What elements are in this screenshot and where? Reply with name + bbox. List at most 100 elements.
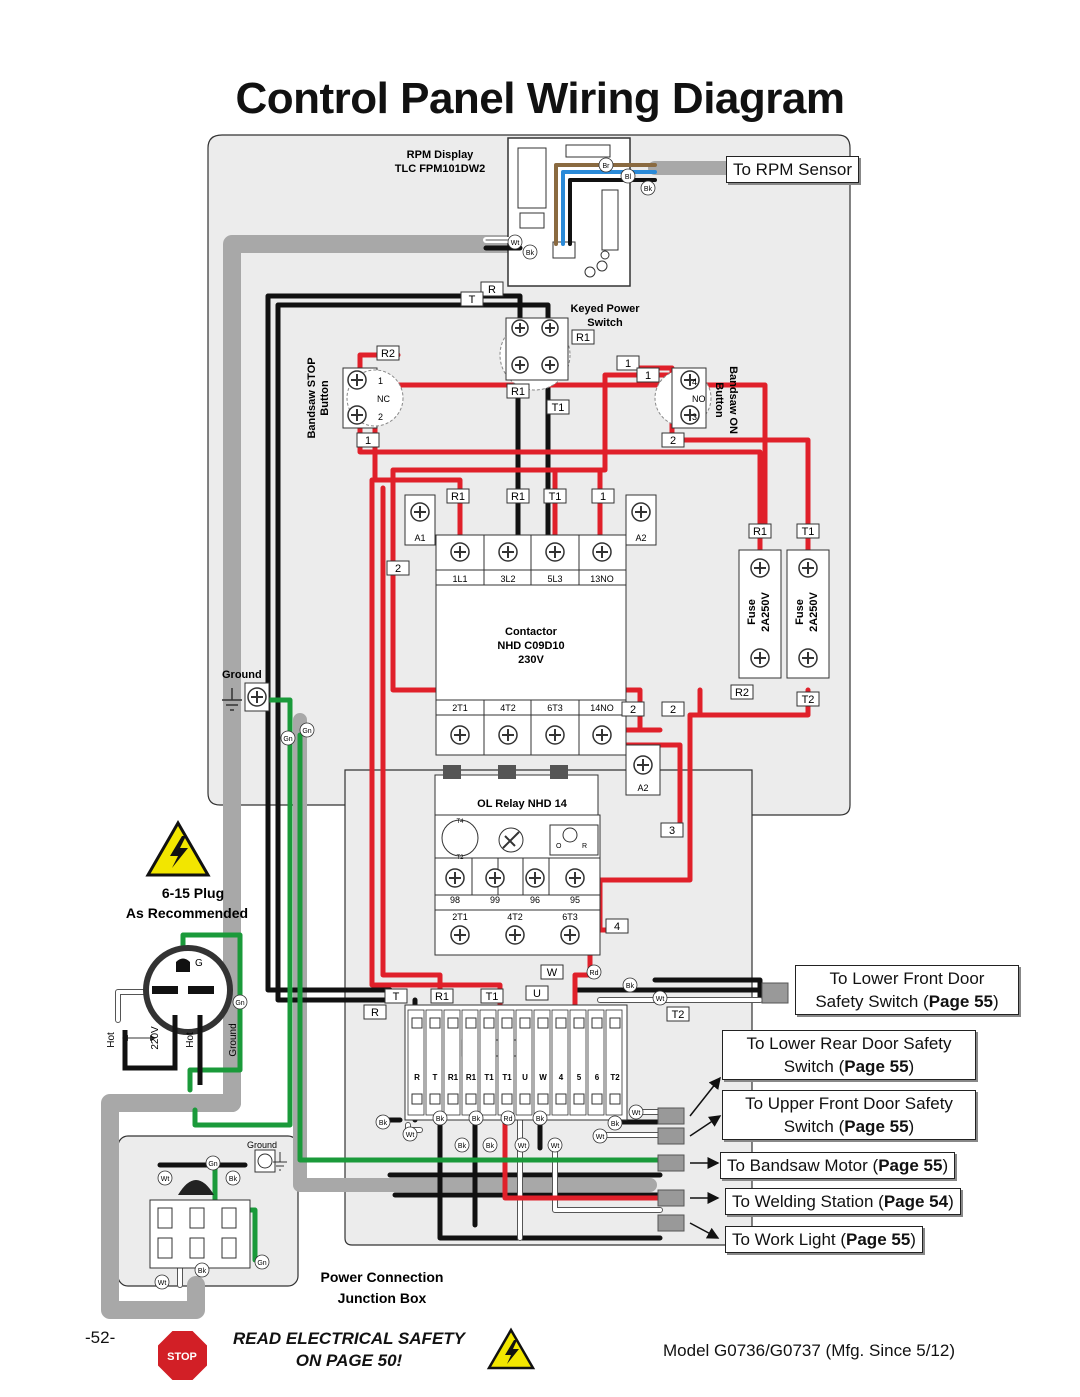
- terminal-screw: [501, 1017, 513, 1029]
- wire-tag-text: R: [371, 1007, 379, 1019]
- wire-color-code-text: Bl: [625, 174, 632, 181]
- keyed-switch-label-1: Keyed Power: [570, 303, 640, 315]
- wire-color-code: Wt: [547, 1137, 563, 1153]
- wire-color-code: Bk: [194, 1262, 210, 1278]
- wire-color-code-text: Wt: [511, 240, 520, 247]
- terminal-strip-label: 5: [577, 1073, 582, 1082]
- wire-tag-text: T: [393, 991, 400, 1003]
- wire-tag: R: [480, 281, 504, 297]
- plug-voltage: 220V: [150, 1026, 161, 1050]
- rpm-display-label-2: TLC FPM101DW2: [395, 163, 485, 175]
- connection-arrows: [689, 1076, 722, 1239]
- dial-r: R: [582, 843, 587, 850]
- page-title: Control Panel Wiring Diagram: [235, 74, 845, 123]
- stop-button-label-2: Button: [319, 380, 331, 416]
- plug-label-1: 6-15 Plug: [162, 885, 224, 901]
- wire-color-code: Gn: [299, 722, 315, 738]
- wire-tag-text: 2: [395, 563, 401, 575]
- terminal-strip-label: R1: [448, 1073, 459, 1082]
- plug-hot-left: Hot: [106, 1032, 117, 1048]
- ground-icon: [222, 688, 242, 711]
- wire-color-code: Wt: [402, 1126, 418, 1142]
- wire-color-code-text: Wt: [551, 1143, 560, 1150]
- junction-box-label-2: Junction Box: [338, 1290, 427, 1306]
- wire-tag: U: [525, 985, 549, 1001]
- wire-color-code: Wt: [514, 1137, 530, 1153]
- wire-color-code: Bk: [432, 1110, 448, 1126]
- stop-t2: NC: [377, 394, 390, 404]
- terminal-screw: [483, 1017, 495, 1029]
- on-t3: 3: [692, 412, 697, 422]
- ol-relay-label: OL Relay NHD 14: [477, 798, 568, 810]
- wire-color-code-text: Wt: [632, 1110, 641, 1117]
- wire-tag-text: R1: [576, 332, 590, 344]
- wire-color-code-text: Bk: [486, 1143, 495, 1150]
- wire-tag-text: T1: [802, 526, 815, 538]
- terminal-strip-label: 6: [595, 1073, 600, 1082]
- terminal-screw: [519, 1093, 531, 1105]
- ol-aux-terminal: 98: [450, 895, 460, 905]
- plug-g: G: [195, 958, 203, 969]
- wire-tag: 1: [356, 432, 380, 448]
- wire-color-code: Bk: [375, 1114, 391, 1130]
- terminal-screw: [609, 1093, 621, 1105]
- terminal-screw: [573, 1017, 585, 1029]
- wire-color-code: Wt: [507, 234, 523, 250]
- wire-tag-text: R1: [435, 991, 449, 1003]
- wire-color-code-text: Gn: [208, 1161, 217, 1168]
- wire-tag: R1: [506, 488, 530, 504]
- terminal-screw: [591, 1017, 603, 1029]
- wire-tag: R2: [730, 684, 754, 700]
- wire-tag-text: R1: [451, 491, 465, 503]
- wire-tag: 2: [661, 701, 685, 717]
- wire-tag-text: 3: [669, 825, 675, 837]
- contactor-label-1: Contactor: [505, 626, 558, 638]
- terminal-screw: [411, 1093, 423, 1105]
- wire-color-code: Bk: [522, 244, 538, 260]
- terminal-strip-label: T1: [484, 1073, 494, 1082]
- wire-tag-text: 4: [614, 921, 620, 933]
- on-button-label-2: Button: [713, 382, 725, 418]
- contactor-top-terminal: 13NO: [590, 574, 614, 584]
- wire-tag-text: T: [469, 294, 476, 306]
- ol-relay: OL Relay NHD 14 T4 T2 O R: [434, 765, 601, 956]
- stop-t1: 1: [378, 376, 383, 386]
- stop-sign-text: STOP: [167, 1351, 197, 1363]
- wire-color-code-text: Bk: [626, 983, 635, 990]
- stop-sign-icon: STOP: [156, 1329, 209, 1382]
- wire-tag-text: 2: [670, 704, 676, 716]
- fuse-left-label-1: Fuse: [746, 599, 758, 625]
- wire-color-code-text: Wt: [596, 1134, 605, 1141]
- ol-aux-terminal: 95: [570, 895, 580, 905]
- ol-out-terminal: 6T3: [562, 912, 578, 922]
- fuse-left-label-2: 2A250V: [760, 591, 772, 631]
- page-number: -52-: [85, 1328, 116, 1347]
- wire-tag-text: R2: [735, 687, 749, 699]
- terminal-strip-label: R1: [466, 1073, 477, 1082]
- terminal-screw: [537, 1017, 549, 1029]
- fuse-right-label-2: 2A250V: [808, 591, 820, 631]
- warning-line1: READ ELECTRICAL SAFETY: [232, 1329, 466, 1348]
- terminal-strip-cell: [605, 1009, 623, 1116]
- safety-warning: READ ELECTRICAL SAFETY ON PAGE 50!: [218, 1328, 480, 1372]
- welding-label: To Welding Station (Page 54): [725, 1188, 961, 1215]
- wire-tag-text: 1: [625, 358, 631, 370]
- wire-color-code-text: Wt: [406, 1132, 415, 1139]
- junction-box-label-1: Power Connection: [321, 1269, 444, 1285]
- terminal-screw: [483, 1093, 495, 1105]
- wire-tag-text: T1: [549, 491, 562, 503]
- wire-tag-text: R1: [511, 491, 525, 503]
- contactor-top-terminal: 1L1: [452, 574, 467, 584]
- wire-color-code-text: Bk: [458, 1143, 467, 1150]
- terminal-screw: [411, 1017, 423, 1029]
- wire-color-code: Rd: [586, 964, 602, 980]
- terminal-strip-label: T2: [610, 1073, 620, 1082]
- wire-color-code-text: Gn: [235, 1000, 244, 1007]
- on-t1: 4: [692, 377, 697, 387]
- wire-color-code-text: Bk: [644, 186, 653, 193]
- wire-tag-text: T2: [672, 1009, 685, 1021]
- contactor-label-3: 230V: [518, 654, 544, 666]
- terminal-strip-label: U: [522, 1073, 528, 1082]
- terminal-screw: [591, 1093, 603, 1105]
- terminal-strip-cell: [443, 1009, 461, 1116]
